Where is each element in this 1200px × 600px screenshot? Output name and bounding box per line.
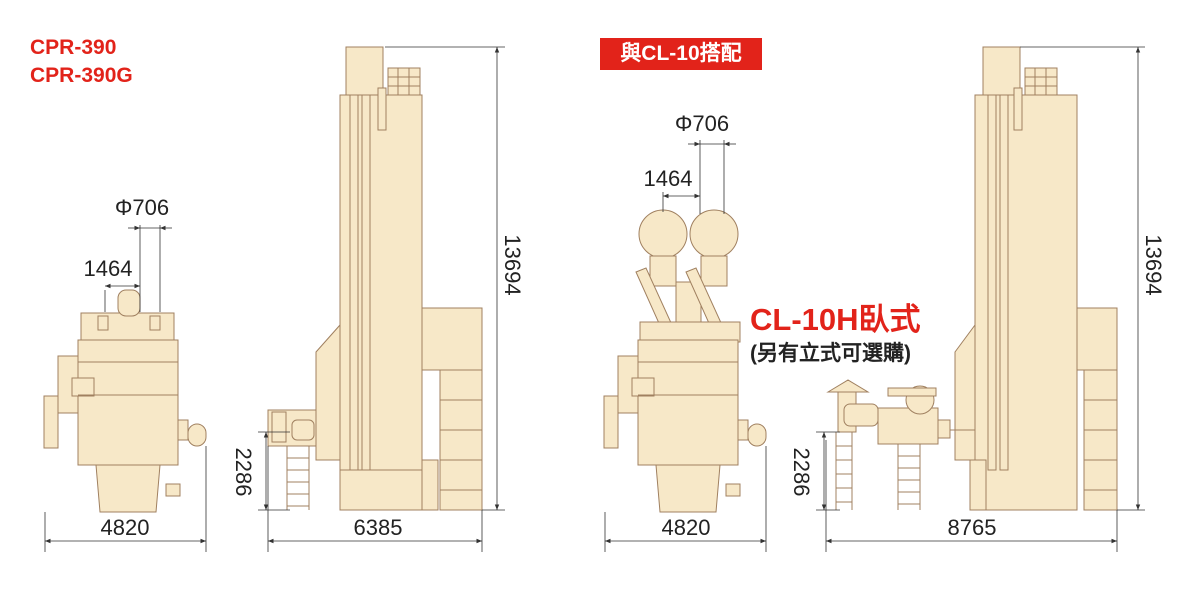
right-diameter-label: Φ706	[675, 111, 729, 136]
left-front-view	[43, 289, 207, 513]
option-subtitle: (另有立式可選購)	[750, 342, 911, 365]
model-name-cpr-390: CPR-390	[30, 36, 117, 59]
left-height-label: 13694	[500, 234, 525, 295]
left-layout-width-label: 6385	[354, 515, 403, 540]
left-base-width-label: 4820	[101, 515, 150, 540]
left-spacing-label: 1464	[84, 256, 133, 281]
right-front-view	[603, 209, 767, 513]
left-dimension-lines	[44, 46, 505, 552]
left-lower-height-label: 2286	[231, 448, 256, 497]
combo-badge: 與CL-10搭配	[600, 38, 762, 70]
right-base-width-label: 4820	[662, 515, 711, 540]
left-ladder	[286, 446, 310, 510]
right-side-view	[826, 46, 1118, 511]
right-height-label: 13694	[1141, 234, 1166, 295]
left-diameter-label: Φ706	[115, 195, 169, 220]
model-name-cpr-390g: CPR-390G	[30, 64, 133, 87]
option-title: CL-10H臥式	[750, 302, 921, 337]
right-lower-height-label: 2286	[789, 448, 814, 497]
right-ladders	[835, 432, 921, 510]
right-dimension-lines	[604, 46, 1145, 552]
right-spacing-label: 1464	[644, 166, 693, 191]
right-layout-width-label: 8765	[948, 515, 997, 540]
left-side-view	[267, 46, 483, 511]
